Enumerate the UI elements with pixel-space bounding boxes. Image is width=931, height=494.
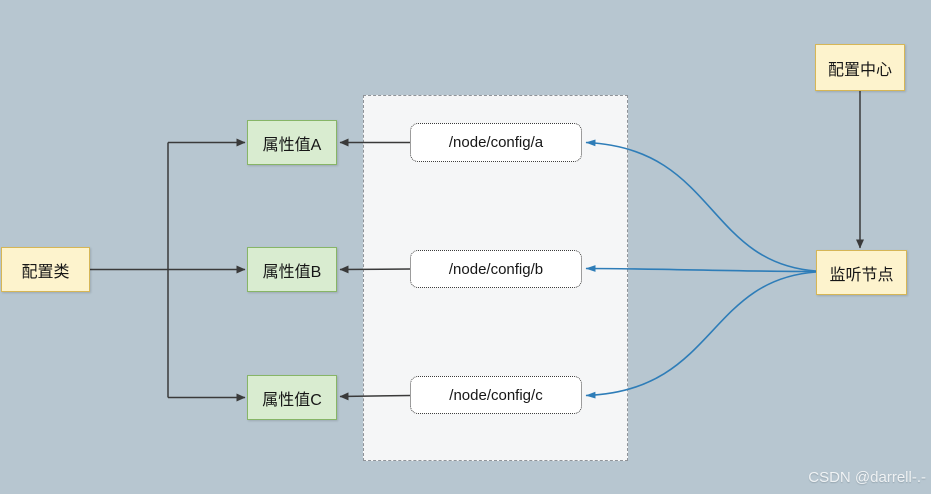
property-value-b-node: 属性值B <box>247 247 337 292</box>
property-value-a-label: 属性值A <box>262 136 322 154</box>
znode-config-c-label: /node/config/c <box>449 386 543 404</box>
config-class-label: 配置类 <box>21 263 70 281</box>
property-value-c-node: 属性值C <box>247 375 337 420</box>
property-value-b-label: 属性值B <box>262 263 322 281</box>
config-center-node: 配置中心 <box>815 44 905 91</box>
znode-config-b-label: /node/config/b <box>448 260 544 278</box>
znode-config-c: /node/config/c <box>410 376 582 414</box>
znode-config-a: /node/config/a <box>410 123 582 162</box>
znode-config-b: /node/config/b <box>410 250 582 288</box>
znode-config-a-label: /node/config/a <box>448 134 544 151</box>
property-value-a-node: 属性值A <box>247 120 337 165</box>
config-center-label: 配置中心 <box>827 61 892 79</box>
config-class-node: 配置类 <box>1 247 90 292</box>
csdn-watermark: CSDN @darrell-.- <box>808 469 926 486</box>
listen-node: 监听节点 <box>816 250 907 295</box>
property-value-c-label: 属性值C <box>262 391 322 409</box>
listen-node-label: 监听节点 <box>829 266 894 284</box>
